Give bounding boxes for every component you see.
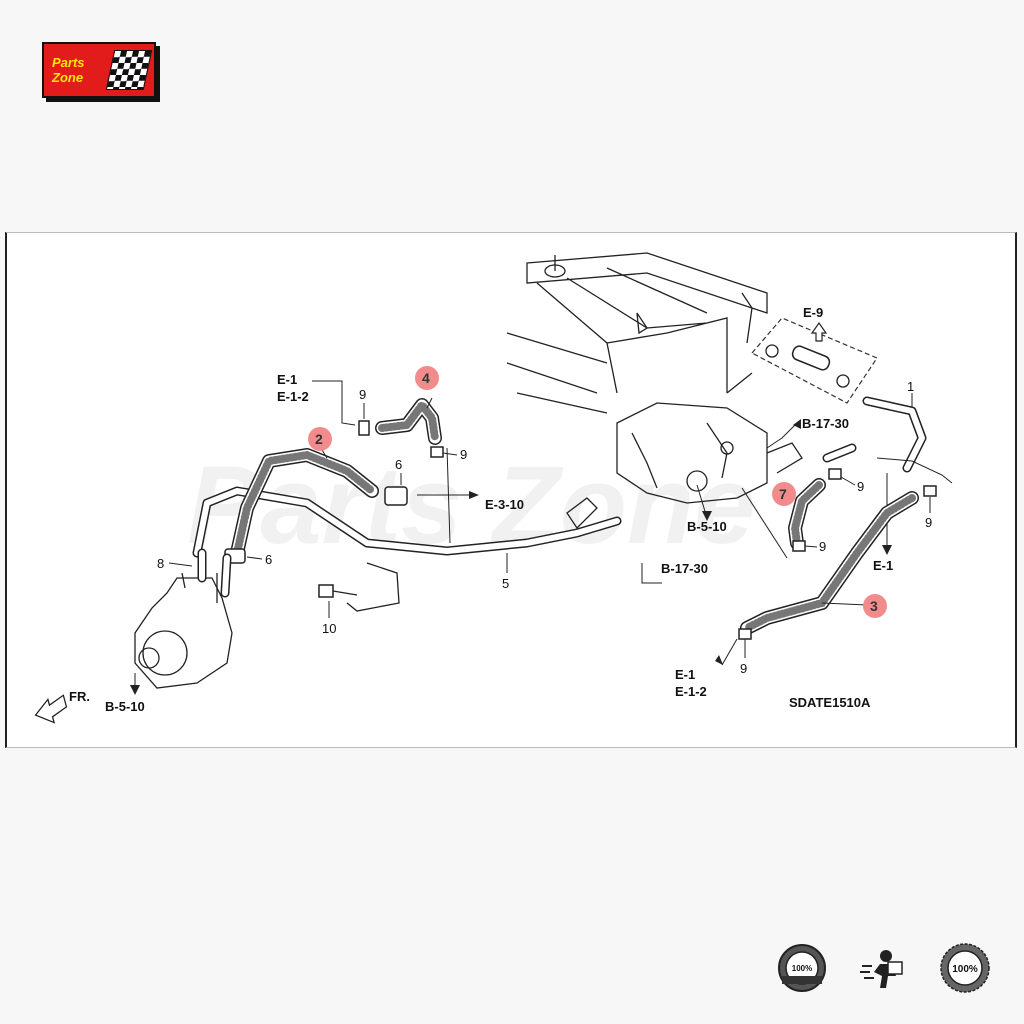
ref-b510-mid: B-5-10 — [687, 519, 727, 534]
callout-4: 4 — [415, 366, 439, 390]
part-number-6-upper: 6 — [395, 457, 402, 472]
callout-2: 2 — [308, 427, 332, 451]
ref-e12-bottom: E-1-2 — [675, 684, 707, 699]
ref-b1730-top: B-17-30 — [802, 416, 849, 431]
svg-text:4: 4 — [422, 370, 430, 386]
part-5-pipe: 5 — [192, 486, 622, 612]
part-number-9-b: 9 — [460, 447, 467, 462]
callout-3: 3 — [863, 594, 887, 618]
ref-e1-top-left: E-1 — [277, 372, 297, 387]
part-3-hose — [740, 491, 919, 635]
part-2-hose — [230, 444, 379, 560]
part-7-hose — [788, 478, 826, 550]
logo-line-2: Zone — [52, 70, 84, 85]
parts-diagram-svg: Parts Zone E-9 — [34, 252, 953, 724]
svg-text:2: 2 — [315, 431, 323, 447]
part-number-9-d: 9 — [925, 515, 932, 530]
part-4-hose — [375, 397, 451, 544]
part-number-9-f: 9 — [740, 661, 747, 676]
logo-line-1: Parts — [52, 55, 85, 70]
logo-text: Parts Zone — [44, 55, 85, 85]
front-arrow-icon: FR. — [34, 689, 90, 724]
part-number-9-e: 9 — [819, 539, 826, 554]
part-1-pipe: 1 E-1 — [862, 379, 953, 573]
engine-block — [506, 252, 803, 504]
ref-b1730-mid: B-17-30 — [661, 561, 708, 576]
part-number-6-lower: 6 — [265, 552, 272, 567]
quality-badge-icon: 100% — [778, 944, 826, 992]
front-label: FR. — [69, 689, 90, 704]
ref-e12-top-left: E-1-2 — [277, 389, 309, 404]
part-number-9-c: 9 — [857, 479, 864, 494]
water-pump: 8 B-5-10 — [105, 548, 233, 714]
diagram-code: SDATE1510A — [789, 695, 871, 710]
ref-e310: E-3-10 — [485, 497, 524, 512]
ref-b510-bottom: B-5-10 — [105, 699, 145, 714]
guarantee-seal-icon: 100% — [940, 943, 990, 993]
svg-text:7: 7 — [779, 486, 787, 502]
parts-diagram: Parts Zone E-9 — [5, 232, 1017, 748]
parts-zone-logo: Parts Zone — [42, 42, 156, 98]
trust-badges: 100% 100% — [776, 942, 991, 994]
part-number-1: 1 — [907, 379, 914, 394]
reference-labels: E-1 E-1-2 E-3-10 B-17-30 B-5-10 B-17-30 … — [277, 372, 871, 710]
badge-1-text: 100% — [792, 964, 812, 973]
svg-text:3: 3 — [870, 598, 878, 614]
checkered-flag-icon — [105, 50, 153, 90]
ref-e1-bottom: E-1 — [675, 667, 695, 682]
bolt-10: 10 — [318, 584, 358, 636]
callout-7: 7 — [772, 482, 796, 506]
e9-detail-box: E-9 — [751, 305, 878, 404]
ref-e9: E-9 — [803, 305, 823, 320]
clamps-9: 9 9 9 9 9 9 — [358, 387, 937, 676]
part-number-9-a: 9 — [359, 387, 366, 402]
part-number-10: 10 — [322, 621, 336, 636]
badge-3-text: 100% — [952, 964, 978, 975]
part-number-8: 8 — [157, 556, 164, 571]
ref-e1-right: E-1 — [873, 558, 893, 573]
fast-delivery-icon — [860, 950, 903, 988]
part-number-5: 5 — [502, 576, 509, 591]
